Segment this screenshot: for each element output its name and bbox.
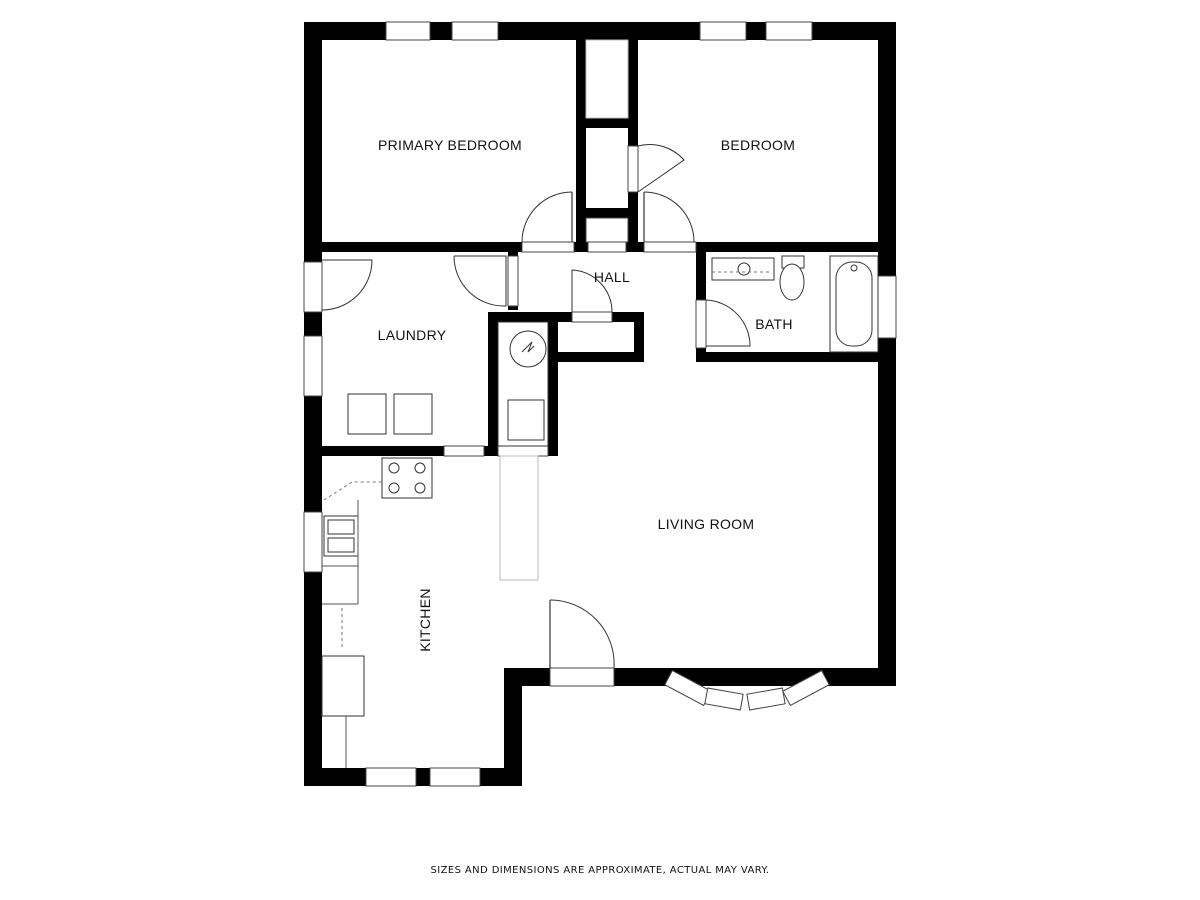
- laundry-machines: [347, 393, 433, 435]
- door-openings: [443, 39, 707, 687]
- room-label-kitchen: KITCHEN: [417, 588, 433, 652]
- room-label-living-room: LIVING ROOM: [658, 516, 755, 532]
- room-label-hall: HALL: [594, 269, 630, 285]
- room-label-bath: BATH: [755, 316, 793, 332]
- windows: [303, 21, 897, 787]
- room-label-bedroom: BEDROOM: [721, 137, 795, 153]
- door-swings: [321, 144, 751, 669]
- bath-fixtures: [711, 255, 879, 353]
- disclaimer-note: SIZES AND DIMENSIONS ARE APPROXIMATE, AC…: [431, 865, 770, 876]
- water-heater: [497, 321, 549, 447]
- kitchen-fixtures: [321, 455, 539, 768]
- room-label-primary-bedroom: PRIMARY BEDROOM: [378, 137, 522, 153]
- room-label-laundry: LAUNDRY: [378, 327, 447, 343]
